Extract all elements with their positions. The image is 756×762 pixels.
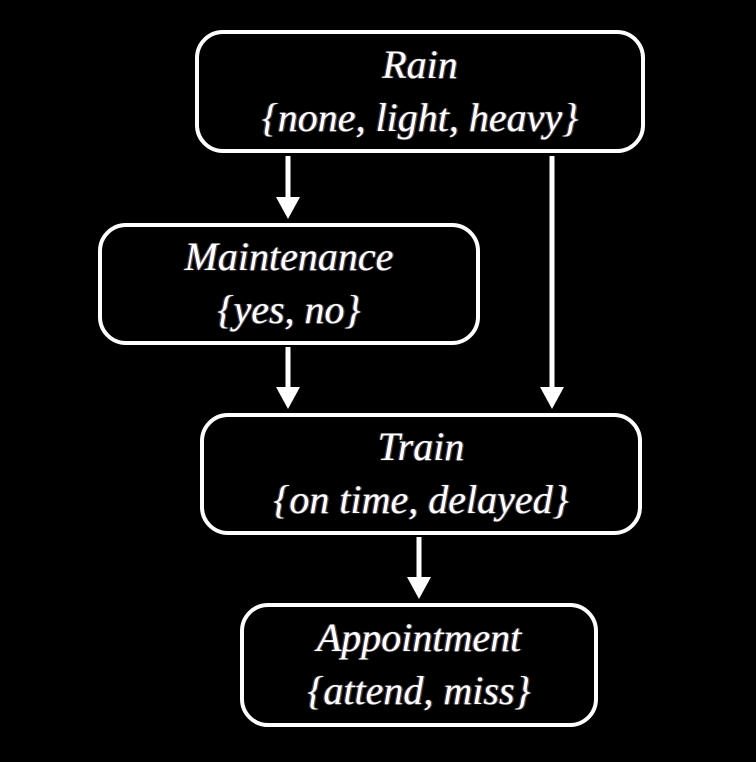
edge-rain-to-train bbox=[540, 156, 564, 409]
arrowhead-icon bbox=[276, 197, 300, 219]
node-appointment: Appointment {attend, miss} bbox=[240, 603, 598, 727]
node-train-title: Train bbox=[377, 424, 465, 470]
node-train: Train {on time, delayed} bbox=[200, 413, 642, 535]
arrowhead-icon bbox=[540, 387, 564, 409]
node-train-domain: {on time, delayed} bbox=[273, 477, 569, 522]
edge-rain-to-maintenance bbox=[276, 156, 300, 219]
node-appointment-title: Appointment bbox=[316, 615, 522, 661]
node-maintenance: Maintenance {yes, no} bbox=[98, 223, 480, 345]
arrowhead-icon bbox=[407, 577, 431, 599]
edge-train-to-appointment bbox=[407, 537, 431, 599]
arrowhead-icon bbox=[276, 387, 300, 409]
node-maintenance-domain: {yes, no} bbox=[217, 287, 361, 332]
edge-maintenance-to-train bbox=[276, 347, 300, 409]
node-maintenance-title: Maintenance bbox=[184, 234, 394, 280]
node-appointment-domain: {attend, miss} bbox=[307, 668, 531, 713]
node-rain: Rain {none, light, heavy} bbox=[195, 30, 645, 153]
node-rain-domain: {none, light, heavy} bbox=[261, 94, 579, 140]
node-rain-title: Rain bbox=[382, 41, 458, 87]
